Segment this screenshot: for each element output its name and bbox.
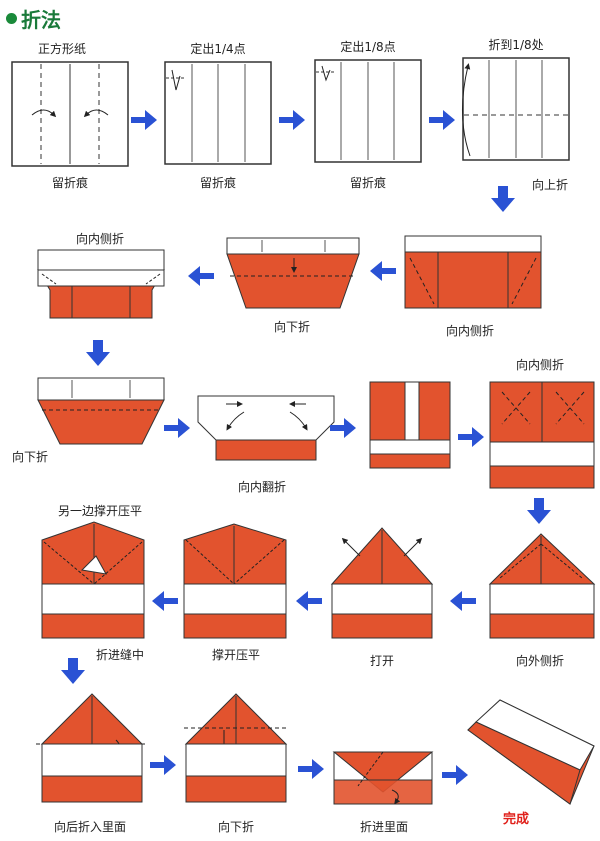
step-fold-down-c (184, 693, 288, 803)
label-mark-eighth: 定出1/8点 (340, 40, 396, 54)
step-standing-shape (369, 381, 451, 469)
step-finished-envelope (467, 699, 595, 805)
step-inner-fold-b (37, 249, 165, 319)
arrow-right-8 (298, 759, 324, 779)
step-fold-behind (36, 693, 148, 803)
step-square-paper (11, 61, 129, 167)
step-outward-fold (488, 533, 596, 639)
arrow-down-1 (491, 186, 515, 212)
label-done: 完成 (502, 812, 530, 827)
label-fold-down-c: 向下折 (217, 820, 255, 834)
label-fold-inside: 折进里面 (359, 820, 409, 834)
arrow-left-1 (370, 261, 396, 281)
arrow-right-7 (150, 755, 176, 775)
arrow-right-9 (442, 765, 468, 785)
label-reverse-fold: 向内翻折 (237, 480, 287, 494)
label-open: 打开 (369, 654, 395, 668)
label-inner-fold-a: 向内侧折 (445, 324, 495, 338)
label-fold-to-eighth: 折到1/8处 (488, 38, 544, 52)
arrow-right-1 (131, 110, 157, 130)
step-inner-fold-c (489, 381, 595, 489)
title-text: 折法 (21, 8, 61, 32)
step-mark-quarter (164, 61, 272, 165)
arrow-right-6 (458, 427, 484, 447)
arrow-right-4 (164, 418, 190, 438)
step-fold-to-eighth (462, 57, 570, 161)
step-inner-fold-a (404, 235, 542, 309)
arrow-right-3 (429, 110, 455, 130)
step-fold-into-seam (41, 521, 145, 639)
label-fold-into-seam: 折进缝中 (95, 648, 145, 662)
arrow-left-5 (152, 591, 178, 611)
label-fold-down-b: 向下折 (11, 450, 49, 464)
label-inner-fold-b: 向内侧折 (75, 232, 125, 246)
arrow-left-2 (188, 266, 214, 286)
label-mark-quarter: 定出1/4点 (190, 42, 246, 56)
label-keep-crease-3: 留折痕 (349, 176, 387, 190)
arrow-left-3 (450, 591, 476, 611)
label-spread-other-side: 另一边撑开压平 (57, 504, 143, 518)
step-fold-inside (332, 751, 434, 805)
label-spread-flat: 撑开压平 (211, 648, 261, 662)
label-fold-up: 向上折 (531, 178, 569, 192)
step-fold-down-a (226, 237, 360, 309)
label-square-paper: 正方形纸 (37, 42, 87, 56)
label-outward-fold: 向外侧折 (515, 654, 565, 668)
label-keep-crease-1: 留折痕 (51, 176, 89, 190)
page-title: 折法 (6, 4, 61, 33)
arrow-right-5 (330, 418, 356, 438)
step-spread-flat (183, 523, 287, 639)
label-fold-behind: 向后折入里面 (53, 820, 127, 834)
flow-arrows (61, 110, 551, 785)
arrow-right-2 (279, 110, 305, 130)
label-inner-fold-c: 向内侧折 (515, 358, 565, 372)
label-fold-down-a: 向下折 (273, 320, 311, 334)
arrow-down-4 (61, 658, 85, 684)
arrow-left-4 (296, 591, 322, 611)
step-open (330, 527, 434, 639)
step-reverse-fold (197, 395, 335, 461)
arrow-down-3 (527, 498, 551, 524)
title-bullet-icon (6, 13, 17, 24)
step-mark-eighth (314, 59, 422, 163)
arrow-down-2 (86, 340, 110, 366)
label-keep-crease-2: 留折痕 (199, 176, 237, 190)
step-fold-down-b (37, 377, 165, 445)
